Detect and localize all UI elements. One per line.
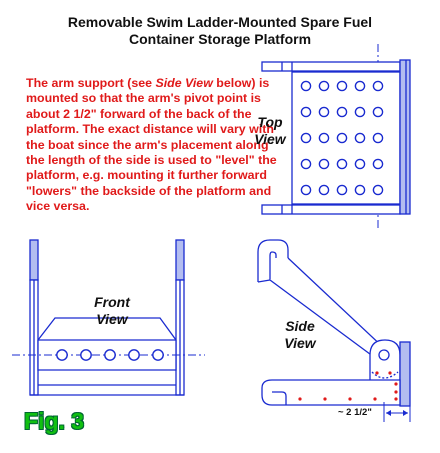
- top-view-drawing: [261, 44, 411, 230]
- mounting-note-part-1: The arm support (see: [26, 76, 156, 90]
- platform-hole: [318, 158, 330, 170]
- platform-hole: [336, 158, 348, 170]
- platform-hole: [336, 184, 348, 196]
- platform-hole: [300, 158, 312, 170]
- platform-hole: [354, 158, 366, 170]
- platform-hole: [336, 80, 348, 92]
- side-view-label-line-1: Side: [285, 318, 315, 334]
- platform-hole: [336, 132, 348, 144]
- platform-hole: [354, 80, 366, 92]
- platform-hole: [152, 349, 164, 361]
- top-view-label: Top View: [250, 114, 290, 148]
- platform-hole: [354, 184, 366, 196]
- platform-hole: [318, 80, 330, 92]
- side-view-drawing: [257, 239, 411, 422]
- platform-hole: [372, 80, 384, 92]
- diagram-title-line-1: Removable Swim Ladder-Mounted Spare Fuel: [67, 14, 373, 30]
- platform-hole: [336, 106, 348, 118]
- front-view-label-line-1: Front: [94, 294, 130, 310]
- platform-hole: [104, 349, 116, 361]
- dimension-label: ~ 2 1/2": [338, 407, 372, 418]
- top-view-label-line-1: Top: [257, 114, 283, 130]
- platform-hole: [372, 158, 384, 170]
- side-view-label-line-2: View: [284, 335, 316, 351]
- platform-hole: [300, 184, 312, 196]
- platform-hole: [128, 349, 140, 361]
- platform-hole: [372, 132, 384, 144]
- platform-hole: [354, 106, 366, 118]
- platform-hole: [354, 132, 366, 144]
- front-view-drawing: [12, 239, 205, 396]
- mounting-note-part-2: below) is mounted so that the arm's pivo…: [26, 76, 277, 214]
- platform-hole: [318, 132, 330, 144]
- side-view-label: Side View: [280, 318, 320, 352]
- platform-hole: [56, 349, 68, 361]
- platform-hole: [318, 184, 330, 196]
- platform-hole: [318, 106, 330, 118]
- platform-hole: [372, 184, 384, 196]
- mounting-note: The arm support (see Side View below) is…: [26, 76, 288, 215]
- mounting-note-emphasis: Side View: [155, 76, 213, 90]
- platform-hole: [300, 132, 312, 144]
- figure-label: Fig. 3: [24, 408, 85, 434]
- front-view-label: Front View: [82, 294, 142, 328]
- platform-hole: [300, 106, 312, 118]
- platform-hole: [300, 80, 312, 92]
- platform-hole: [80, 349, 92, 361]
- platform-hole: [372, 106, 384, 118]
- diagram-title-line-2: Container Storage Platform: [128, 31, 312, 47]
- top-view-label-line-2: View: [254, 131, 286, 147]
- front-view-label-line-2: View: [96, 311, 128, 327]
